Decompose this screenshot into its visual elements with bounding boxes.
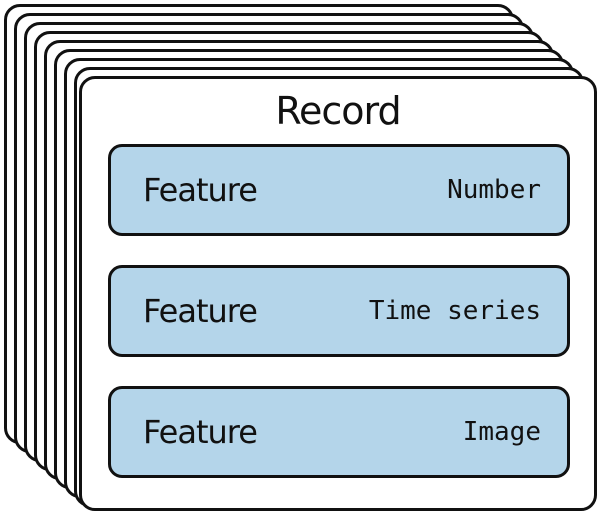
record-title: Record <box>275 89 401 133</box>
feature-box-number: Feature Number <box>108 144 570 236</box>
feature-label: Feature <box>143 171 258 209</box>
feature-box-time-series: Feature Time series <box>108 265 570 357</box>
feature-type: Number <box>447 175 541 205</box>
feature-box-image: Feature Image <box>108 386 570 478</box>
feature-label: Feature <box>143 413 258 451</box>
record-card: Record Feature Number Feature Time serie… <box>79 76 597 511</box>
feature-type: Image <box>462 417 541 447</box>
feature-type: Time series <box>368 296 541 326</box>
feature-label: Feature <box>143 292 258 330</box>
